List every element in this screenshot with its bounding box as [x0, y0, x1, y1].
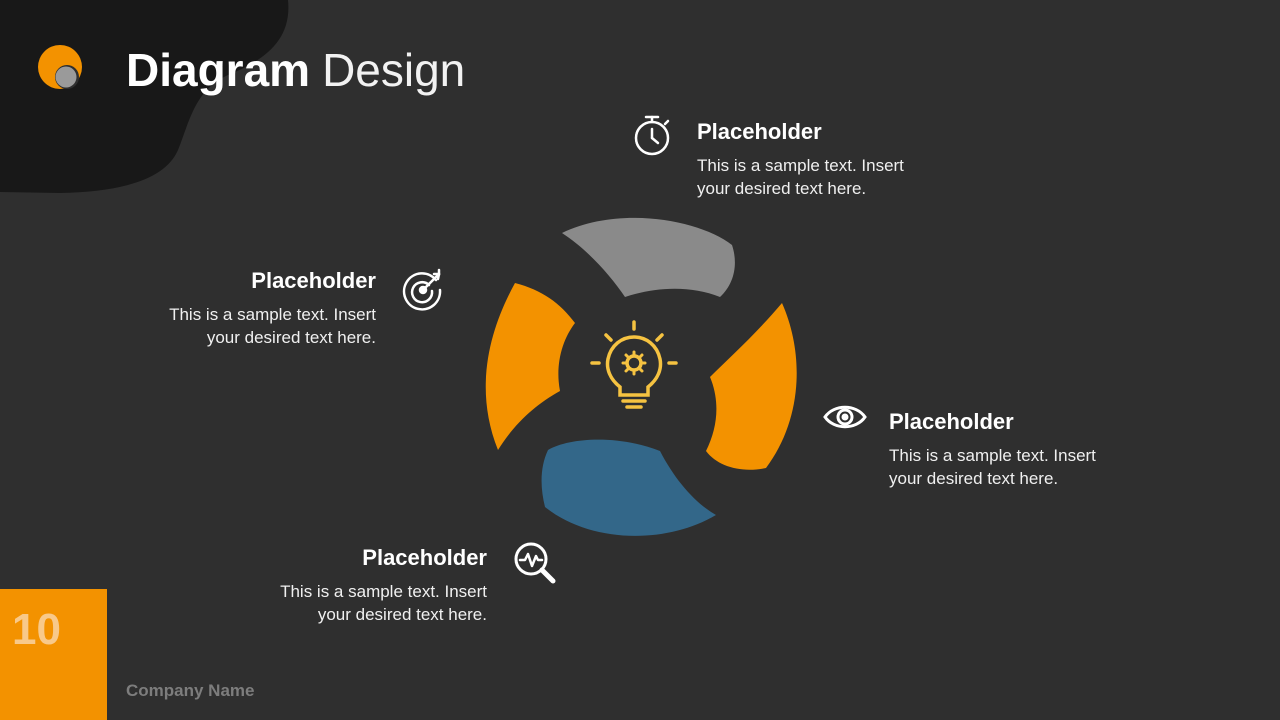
- item-top-right: Placeholder This is a sample text. Inser…: [697, 118, 937, 200]
- segment-top: [562, 217, 735, 297]
- item-heading: Placeholder: [251, 268, 376, 293]
- item-heading: Placeholder: [697, 119, 822, 144]
- item-bottom-left: Placeholder This is a sample text. Inser…: [247, 544, 487, 626]
- corner-decoration: [0, 0, 289, 193]
- item-text: This is a sample text. Insert your desir…: [280, 582, 487, 624]
- item-text: This is a sample text. Insert your desir…: [889, 446, 1096, 488]
- item-left: Placeholder This is a sample text. Inser…: [136, 267, 376, 349]
- item-text: This is a sample text. Insert your desir…: [697, 156, 904, 198]
- logo-icon: [38, 45, 82, 89]
- item-right: Placeholder This is a sample text. Inser…: [889, 408, 1129, 490]
- stopwatch-icon: [634, 115, 670, 156]
- segment-left: [485, 283, 575, 450]
- page-number-box: [0, 589, 107, 720]
- company-name: Company Name: [126, 681, 255, 700]
- segment-bottom: [541, 439, 716, 536]
- item-text: This is a sample text. Insert your desir…: [169, 305, 376, 347]
- title-light: Design: [322, 44, 466, 96]
- item-heading: Placeholder: [362, 545, 487, 570]
- magnifier-pulse-icon: [514, 542, 556, 584]
- eye-icon: [823, 405, 867, 429]
- item-heading: Placeholder: [889, 409, 1014, 434]
- segment-right: [706, 303, 797, 470]
- title-bold: Diagram: [126, 44, 311, 96]
- lightbulb-gear-icon: [590, 320, 678, 409]
- cycle-diagram: [485, 217, 797, 536]
- page-number: 10: [12, 605, 61, 654]
- target-icon: [402, 268, 442, 311]
